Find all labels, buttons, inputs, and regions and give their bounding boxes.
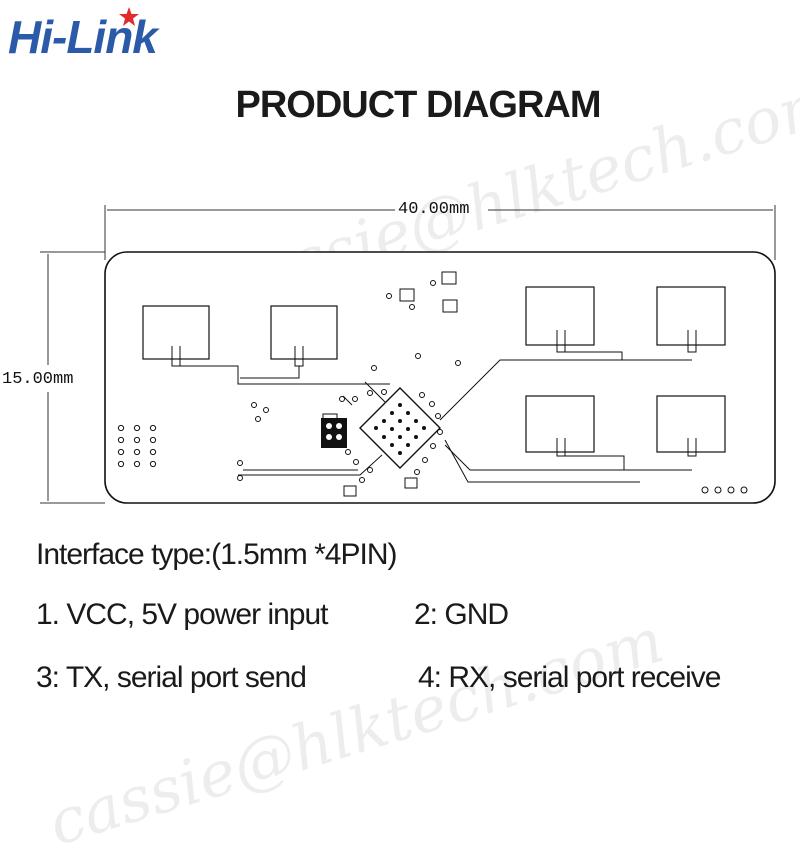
traces [171,330,697,483]
pin-3: 3: TX, serial port send [36,661,307,694]
antenna-patch [525,395,595,453]
pin-1: 1. VCC, 5V power input [36,598,328,631]
height-dimension-label: 15.00mm [2,370,74,389]
watermark-bottom: cassie@hlktech.com [40,603,672,860]
page-title: PRODUCT DIAGRAM [235,84,602,126]
black-component [321,418,347,448]
antenna-patch [142,305,210,360]
logo-star-icon [119,7,139,26]
pin-2: 2: GND [414,598,509,631]
pin-4: 4: RX, serial port receive [418,661,721,694]
antenna-patch [525,286,595,346]
qfn-chip [359,387,441,469]
interface-type: Interface type:(1.5mm *4PIN) [36,538,397,571]
antenna-patch [656,286,726,346]
width-dimension-label: 40.00mm [398,200,470,219]
antenna-patch [270,305,338,360]
connector-4pin [701,486,748,494]
antenna-patch [656,395,726,453]
dimension-lines [40,205,776,504]
pin-grid-left [117,424,157,468]
pcb-diagram [40,205,776,504]
vias [237,280,461,483]
antenna-patches [142,286,726,453]
